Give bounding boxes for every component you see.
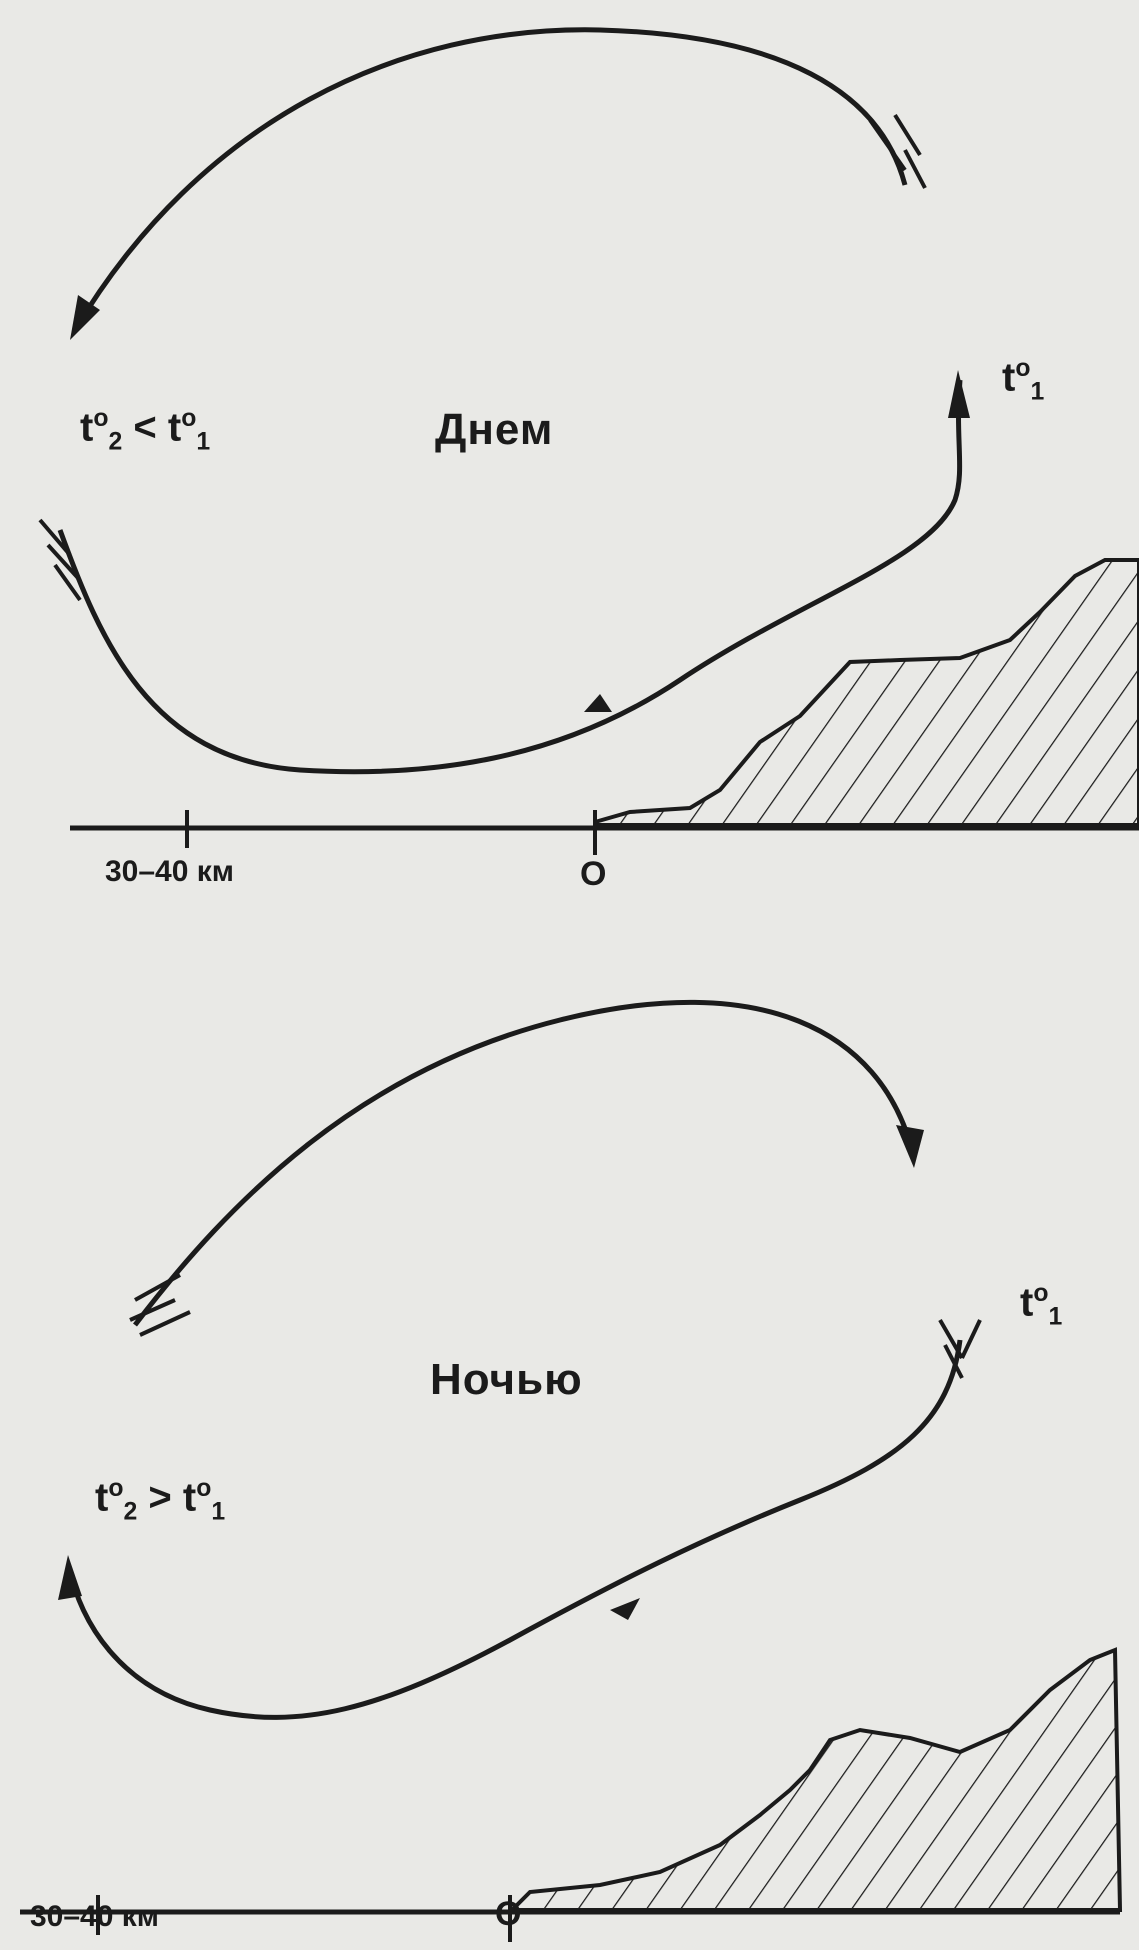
night-origin-label: O	[495, 1895, 522, 1933]
night-upper-feather-icon	[129, 1273, 191, 1337]
night-lower-arrowhead	[58, 1555, 82, 1600]
night-land-relief	[507, 1647, 1123, 1912]
day-title: Днем	[435, 405, 554, 454]
day-panel	[38, 27, 1139, 855]
day-temperature-condition: to2 < to1	[80, 405, 211, 456]
night-panel	[20, 999, 1123, 1942]
day-land-relief	[593, 558, 1139, 827]
day-mid-arrowhead	[584, 694, 612, 712]
day-origin-label: O	[580, 855, 607, 893]
day-lower-arrowhead	[948, 370, 970, 418]
day-lower-flow-arrow	[57, 379, 963, 775]
day-upper-feather-icon	[868, 113, 927, 189]
night-land-temperature: to1	[1020, 1280, 1063, 1331]
night-mid-arrowhead	[610, 1598, 640, 1620]
night-upper-flow-arrow	[133, 999, 915, 1327]
night-upper-arrowhead	[896, 1125, 924, 1168]
night-distance-label: 30–40 км	[30, 1900, 159, 1933]
night-lower-feather-icon	[938, 1318, 982, 1379]
day-lower-feather-icon	[38, 518, 82, 602]
day-land-temperature: to1	[1002, 355, 1045, 406]
day-upper-arrowhead	[70, 295, 100, 340]
day-distance-label: 30–40 км	[105, 855, 234, 888]
night-title: Ночью	[430, 1355, 583, 1404]
night-temperature-condition: to2 > to1	[95, 1475, 226, 1526]
night-lower-flow-arrow	[67, 1339, 963, 1720]
day-upper-flow-arrow	[72, 27, 908, 332]
